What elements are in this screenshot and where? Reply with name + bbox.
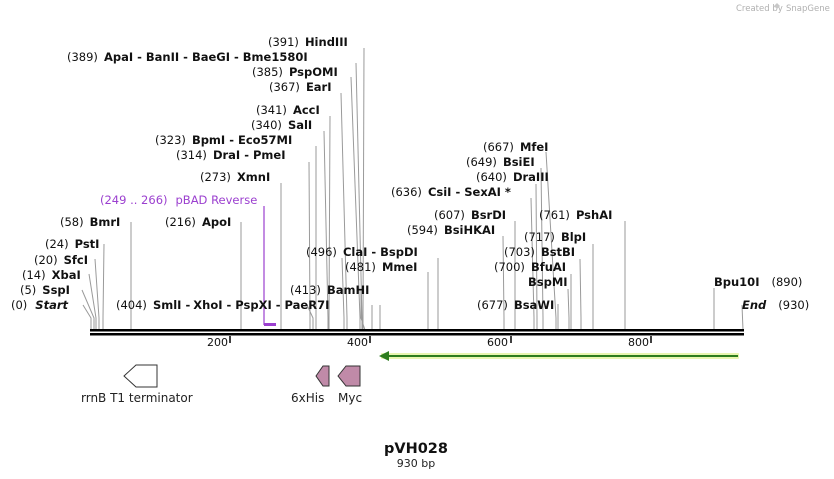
site-smli-group[interactable]: (404)SmlI-XhoI-PspXI-PaeR7I [116, 298, 329, 312]
6xhis-arrow[interactable] [315, 365, 330, 387]
site-bpmi-eco57mi[interactable]: (323)BpmI-Eco57MI [155, 133, 292, 147]
site-xmni[interactable]: (273)XmnI [200, 170, 270, 184]
site-bsiei[interactable]: (649)BsiEI [466, 155, 535, 169]
site-pshai[interactable]: (761)PshAI [539, 208, 612, 222]
orf-arrow[interactable] [379, 351, 739, 361]
site-bfuai[interactable]: (700)BfuAI [494, 260, 566, 274]
site-drai-pmei[interactable]: (314)DraI-PmeI [176, 148, 285, 162]
plasmid-length: 930 bp [397, 457, 435, 470]
ruler-ticks [229, 336, 652, 343]
orf-arrowhead-icon [379, 351, 389, 361]
rrnb-t1-terminator-arrow[interactable] [123, 364, 158, 388]
end-label: End(930) [742, 298, 809, 312]
ruler-label-400: 400 [347, 336, 368, 349]
ruler-label-200: 200 [207, 336, 228, 349]
site-bstbi[interactable]: (703)BstBI [504, 245, 575, 259]
site-blpi[interactable]: (717)BlpI [524, 230, 586, 244]
plasmid-name: pVH028 [384, 441, 448, 457]
site-bmri[interactable]: (58)BmrI [60, 215, 120, 229]
site-mmei[interactable]: (481)MmeI [345, 260, 417, 274]
backbone-bottom-strand [90, 333, 744, 336]
site-bamhi[interactable]: (413)BamHI [290, 283, 369, 297]
site-hindiii[interactable]: (391)HindIII [268, 35, 348, 49]
site-csii-sexai[interactable]: (636)CsiI-SexAI * [391, 185, 511, 199]
site-apoi[interactable]: (216)ApoI [165, 215, 231, 229]
site-draiii[interactable]: (640)DraIII [476, 170, 549, 184]
primer-label[interactable]: (249 .. 266)pBAD Reverse [100, 193, 257, 207]
site-sali[interactable]: (340)SalI [251, 118, 312, 132]
site-clai-bspdi[interactable]: (496)ClaI-BspDI [306, 245, 418, 259]
ruler-label-800: 800 [628, 336, 649, 349]
pbad-reverse-primer[interactable] [264, 323, 276, 326]
site-acci[interactable]: (341)AccI [256, 103, 320, 117]
site-psti[interactable]: (24)PstI [45, 237, 99, 251]
brand-name: SnapGene [786, 4, 830, 14]
site-bsawi[interactable]: (677)BsaWI [477, 298, 554, 312]
created-by-text: Created by [736, 4, 783, 14]
ruler-label-600: 600 [487, 336, 508, 349]
feature-label-rrnb-t1: rrnB T1 terminator [81, 391, 193, 405]
site-bsrdi[interactable]: (607)BsrDI [434, 208, 506, 222]
site-bsihkai[interactable]: (594)BsiHKAI [407, 223, 495, 237]
feature-label-myc: Myc [338, 391, 362, 405]
site-bspmi[interactable]: BspMI [528, 275, 568, 289]
backbone-top-strand [90, 329, 744, 332]
snapgene-logo-icon [774, 3, 780, 9]
site-eari[interactable]: (367)EarI [269, 80, 332, 94]
site-mfei[interactable]: (667)MfeI [483, 140, 548, 154]
site-sspi[interactable]: (5)SspI [20, 283, 70, 297]
site-xbai[interactable]: (14)XbaI [22, 268, 81, 282]
site-bpu10i[interactable]: Bpu10I(890) [714, 275, 802, 289]
site-psoomi[interactable]: (385)PspOMI [252, 65, 338, 79]
site-apai-group[interactable]: (389)ApaI-BanII-BaeGI-Bme1580I [67, 50, 308, 64]
start-label: (0)Start [11, 298, 69, 312]
site-leader-lines [81, 47, 744, 331]
feature-label-6xhis: 6xHis [291, 391, 324, 405]
site-sfci[interactable]: (20)SfcI [34, 253, 88, 267]
myc-arrow[interactable] [337, 365, 361, 387]
